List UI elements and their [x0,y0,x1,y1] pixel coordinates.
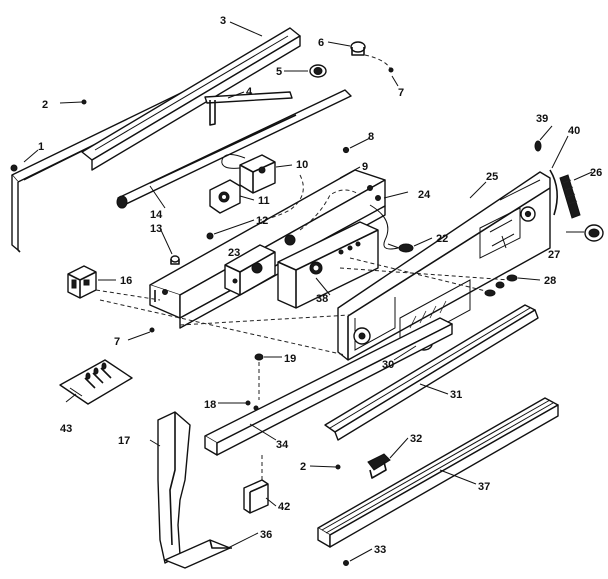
callout-17: 17 [118,435,130,447]
callout-1: 1 [38,141,44,153]
part-24-screw [375,195,381,201]
part-2-screw-upper [81,99,87,105]
guide-line-28b [349,257,491,293]
callout-16: 16 [120,275,132,287]
part-22-lamp [387,243,414,253]
callout-28: 28 [544,275,556,287]
callout-18: 18 [204,399,216,411]
callout-23: 23 [228,247,240,259]
part-6-cap [350,41,366,56]
part-3-top-trim [81,27,301,171]
callout-4: 4 [246,86,253,98]
part-13-nut [170,255,180,265]
part-14-rod [116,89,352,209]
part-12-screw [206,232,214,240]
part-23-switch [224,244,276,296]
callout-7-upper: 7 [398,87,404,99]
guide-line-center [179,314,351,326]
wire-harness-3 [369,204,399,250]
guide-line-28 [339,267,511,281]
callout-32: 32 [410,433,422,445]
callout-22: 22 [436,233,448,245]
part-31-trim-rail [324,304,539,441]
part-17-side-trim [157,411,191,564]
callout-36: 36 [260,529,272,541]
callout-2-lower: 2 [300,461,306,473]
callout-14: 14 [150,209,163,221]
leader-lines [23,21,593,562]
part-34-support-rail [204,317,453,456]
callout-6: 6 [318,37,324,49]
part-40-spring [549,169,558,216]
part-39-clip [534,140,542,152]
part-32-clip [367,453,391,479]
part-18-screw [245,400,251,406]
callout-7-lower: 7 [114,336,120,348]
part-1-screw [10,164,18,172]
part-7-screw-lower [149,327,155,333]
part-5-bushing [309,64,327,78]
callout-25: 25 [486,171,498,183]
callout-33: 33 [374,544,386,556]
part-19-nut [254,353,264,361]
callout-11: 11 [258,195,270,207]
part-43-instruction-card [59,359,133,405]
part-2-screw-lower [335,464,341,470]
callout-labels: 3 2 1 4 5 6 7 8 9 10 11 12 13 14 16 7 23… [38,15,602,556]
part-7-screw-top [388,67,394,73]
callout-40: 40 [568,125,580,137]
callout-43: 43 [60,423,72,435]
part-33-screw [343,560,349,566]
part-37-grille [317,397,559,548]
callout-3: 3 [220,15,226,27]
part-42-bracket [243,479,269,514]
callout-9: 9 [362,161,368,173]
part-26-end-cap [559,174,581,219]
callout-34: 34 [276,439,289,451]
part-38-switch-board [277,221,379,309]
guide-line-16 [95,289,161,301]
part-16-terminal-block [67,265,97,299]
part-8-screw [342,146,350,154]
part-27-knob [584,224,604,242]
wire-harness-1 [299,189,361,231]
callout-26: 26 [590,167,602,179]
callout-37: 37 [478,481,490,493]
part-10-motor [221,154,276,194]
part-6-guide-line [364,54,393,73]
callout-27: 27 [548,249,560,261]
callout-38: 38 [316,293,328,305]
callout-30: 30 [382,359,394,371]
callout-13: 13 [150,223,162,235]
callout-2-upper: 2 [42,99,48,111]
callout-10: 10 [296,159,308,171]
callout-5: 5 [276,66,282,78]
callout-19: 19 [284,353,296,365]
callout-42: 42 [278,501,290,513]
callout-24: 24 [418,189,431,201]
callout-39: 39 [536,113,548,125]
part-11-motor-bracket [209,179,241,214]
callout-31: 31 [450,389,462,401]
callout-12: 12 [256,215,268,227]
callout-8: 8 [368,131,374,143]
guide-line-left [99,299,346,356]
part-4-bracket [204,91,293,126]
part-36-base-bracket [164,539,232,569]
part-25-control-panel [337,171,551,361]
